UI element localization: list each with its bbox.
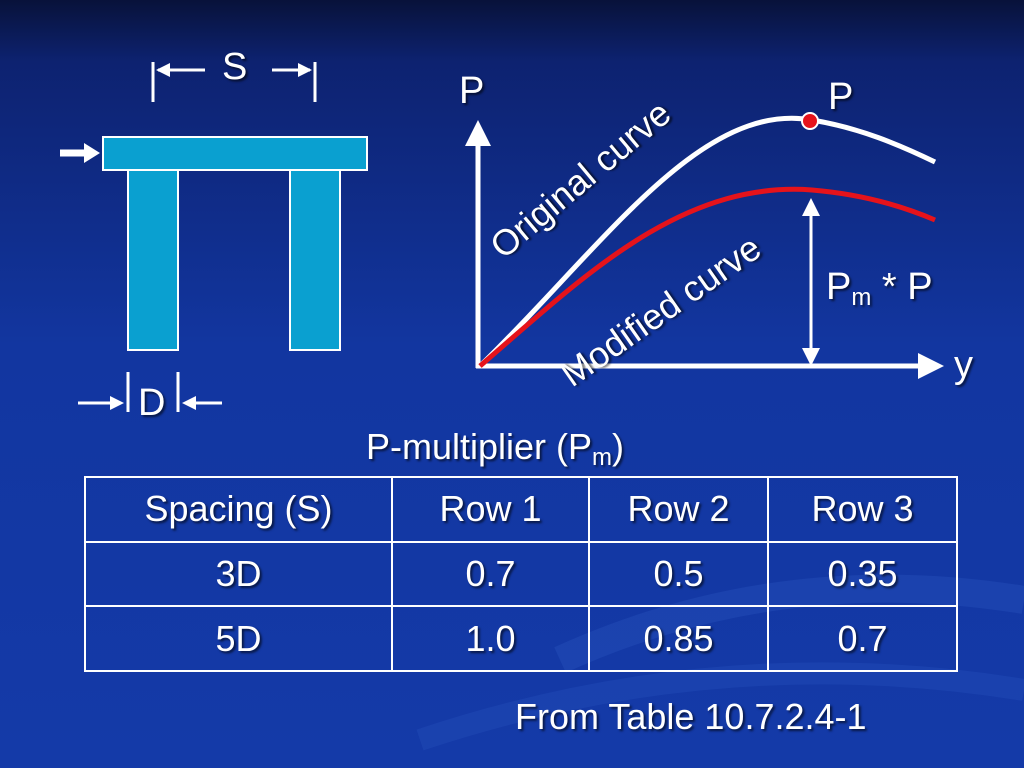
table-cell: 0.5 [588,540,769,608]
y-axis-label: y [954,344,973,386]
table-cell: 0.7 [767,605,958,672]
peak-point [801,112,819,130]
table-cell: 5D [84,605,393,672]
p-axis-label: P [459,70,485,112]
p-multiplier-table: Spacing (S) Row 1 Row 2 Row 3 3D 0.7 0.5… [84,476,958,672]
table-title-base: P-multiplier (P [366,426,593,467]
pile-cap [102,136,368,171]
pile-left [127,169,179,351]
header-row-1: Row 1 [391,476,590,543]
table-title-end: ) [612,426,625,467]
pile-right [289,169,341,351]
header-row-3: Row 3 [767,476,958,543]
table-cell: 0.35 [767,540,958,608]
table-cell: 1.0 [391,605,590,672]
table-title: P-multiplier (Pm) [366,426,624,472]
source-note: From Table 10.7.2.4-1 [515,696,867,737]
point-label: P [828,76,854,118]
header-row-2: Row 2 [588,476,769,543]
pm-label-base: P [826,266,852,308]
pm-arrow-down-icon [802,348,820,366]
original-curve [478,115,937,368]
modified-curve [478,186,936,368]
table-row: 5D 1.0 0.85 0.7 [84,605,958,672]
pm-label-sub: m [851,284,872,311]
pm-label-rest: * P [871,266,933,308]
table-header-row: Spacing (S) Row 1 Row 2 Row 3 [84,476,958,543]
spacing-label: S [222,46,248,88]
p-axis-arrow-icon [465,120,491,146]
y-axis-arrow-icon [918,353,944,379]
diameter-label: D [138,382,166,424]
table-cell: 0.85 [588,605,769,672]
pm-times-p-label: Pm * P [826,266,933,312]
table-cell: 3D [84,540,393,608]
table-title-sub: m [592,444,613,471]
header-spacing: Spacing (S) [84,476,393,543]
pm-arrow-up-icon [802,198,820,216]
table-cell: 0.7 [391,540,590,608]
table-row: 3D 0.7 0.5 0.35 [84,540,958,608]
